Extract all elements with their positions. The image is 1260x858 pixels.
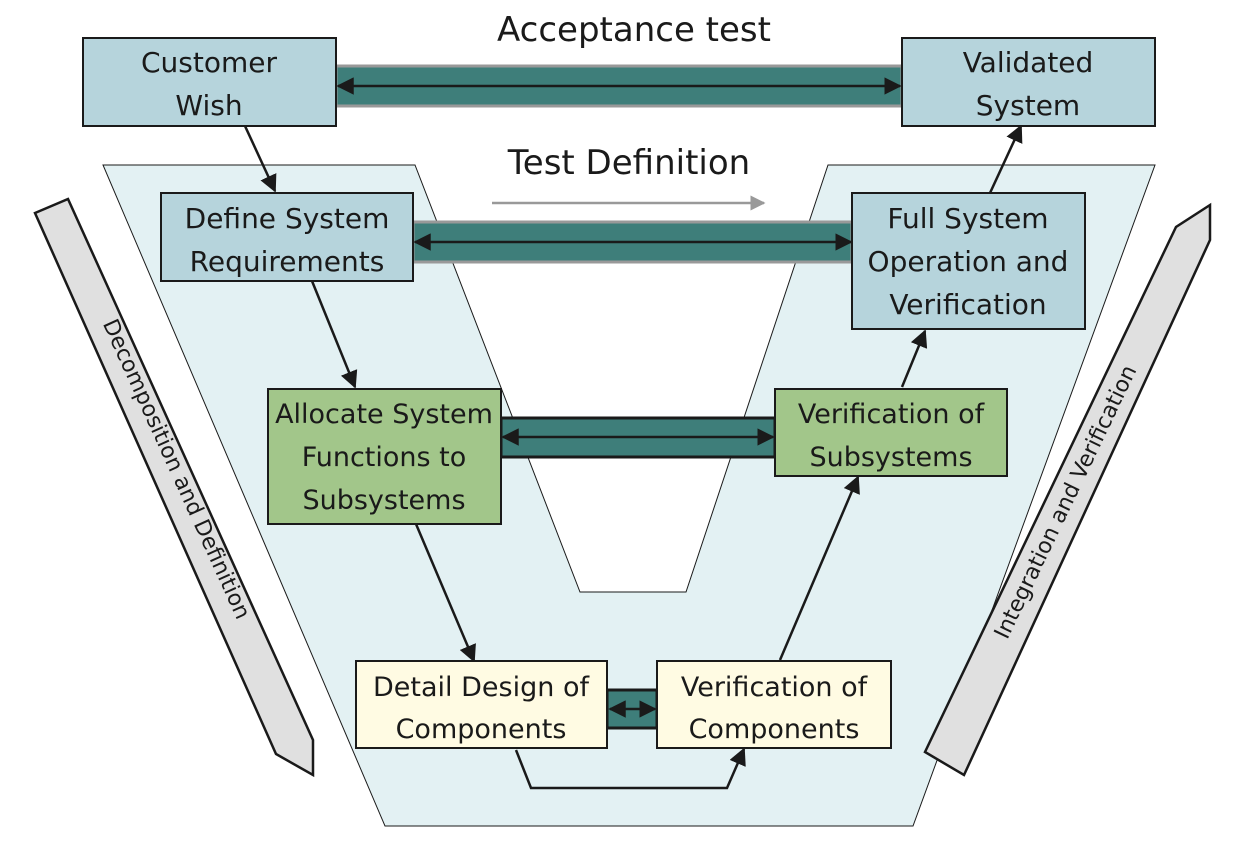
integration-arrow bbox=[923, 202, 1212, 777]
svg-text:Detail Design of: Detail Design of bbox=[373, 672, 590, 703]
svg-text:Subsystems: Subsystems bbox=[302, 485, 465, 516]
svg-text:Components: Components bbox=[689, 714, 860, 745]
box-full-system: Full System Operation and Verification bbox=[851, 192, 1086, 330]
svg-text:Verification: Verification bbox=[889, 288, 1046, 321]
acceptance-test-label: Acceptance test bbox=[497, 10, 771, 50]
svg-text:Customer: Customer bbox=[141, 46, 277, 79]
flow-arrow-components-to-subsystems bbox=[778, 475, 860, 661]
box-define-requirements: Define System Requirements bbox=[160, 192, 414, 282]
svg-text:Allocate System: Allocate System bbox=[275, 399, 493, 430]
svg-text:Verification of: Verification of bbox=[798, 399, 986, 430]
svg-text:Operation and: Operation and bbox=[868, 245, 1069, 278]
flow-arrow-wish-to-requirements bbox=[243, 125, 277, 193]
box-allocate-functions: Allocate System Functions to Subsystems bbox=[267, 388, 502, 525]
svg-text:Validated: Validated bbox=[963, 46, 1094, 79]
svg-text:System: System bbox=[976, 89, 1080, 122]
test-definition-label: Test Definition bbox=[507, 143, 750, 183]
box-validated-system: Validated System bbox=[901, 37, 1156, 127]
box-detail-design: Detail Design of Components bbox=[355, 660, 608, 749]
acceptance-test-connector bbox=[334, 64, 904, 108]
svg-text:Requirements: Requirements bbox=[190, 245, 385, 278]
svg-text:Components: Components bbox=[396, 714, 567, 745]
subsystems-connector bbox=[499, 416, 777, 459]
svg-text:Define System: Define System bbox=[185, 202, 390, 235]
decomposition-arrow bbox=[33, 197, 315, 778]
svg-text:Full System: Full System bbox=[887, 202, 1048, 235]
svg-text:Verification of: Verification of bbox=[681, 672, 869, 703]
flow-arrow-subsystems-to-full bbox=[900, 329, 928, 388]
flow-arrow-full-to-validated bbox=[988, 124, 1023, 194]
flow-arrow-allocate-to-detail bbox=[414, 523, 476, 663]
box-verification-subsystems: Verification of Subsystems bbox=[774, 388, 1008, 477]
box-verification-components: Verification of Components bbox=[656, 660, 892, 749]
requirements-connector bbox=[411, 220, 854, 264]
svg-text:Wish: Wish bbox=[175, 89, 242, 122]
flow-arrow-detail-to-verification bbox=[514, 747, 746, 790]
flow-arrow-requirements-to-allocate bbox=[310, 280, 358, 389]
svg-text:Subsystems: Subsystems bbox=[809, 442, 972, 473]
box-customer-wish: Customer Wish bbox=[82, 37, 337, 127]
components-connector bbox=[605, 688, 659, 730]
svg-text:Functions to: Functions to bbox=[302, 442, 467, 473]
